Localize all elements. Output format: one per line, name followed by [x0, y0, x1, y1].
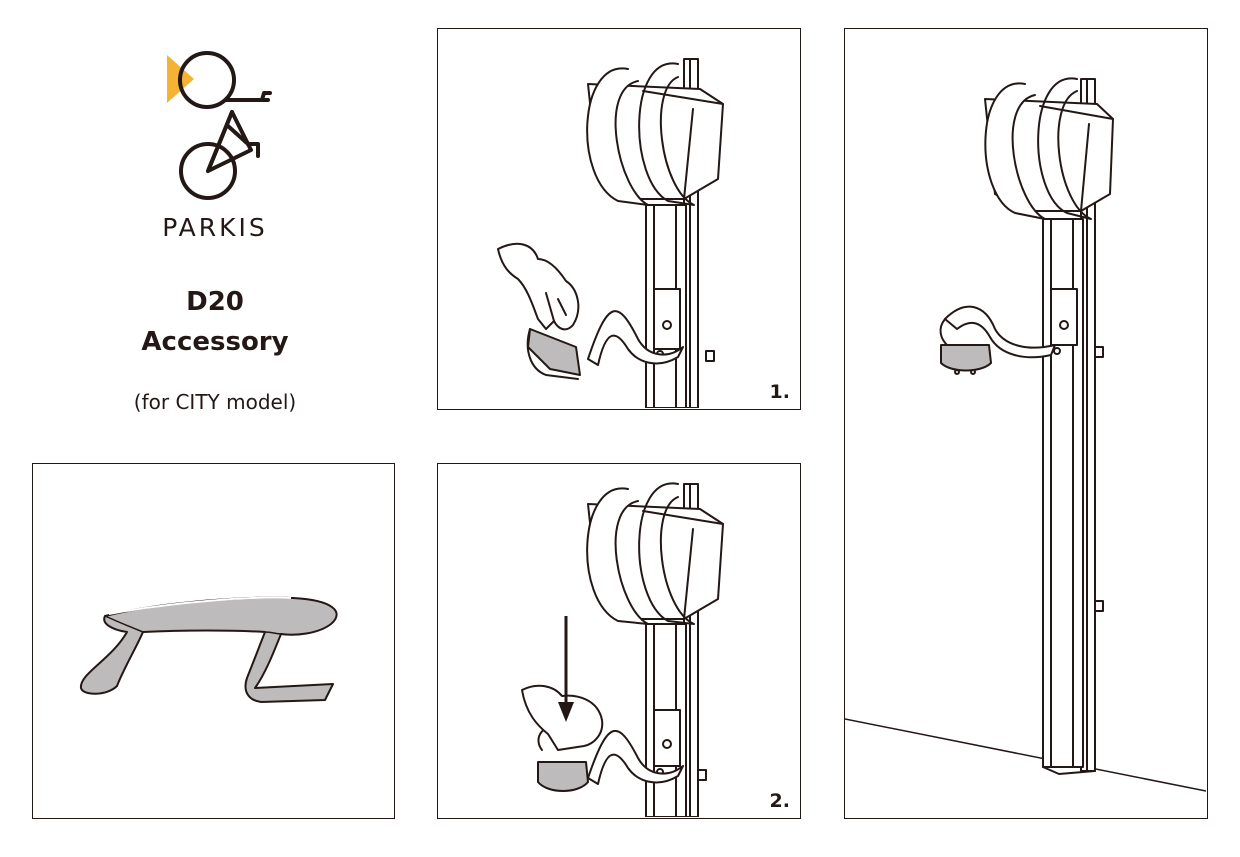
brand-logo — [150, 48, 280, 208]
step-1-illustration — [497, 58, 724, 408]
product-subtitle: (for CITY model) — [133, 390, 297, 414]
brand-name: PARKIS — [162, 213, 268, 242]
bicycle-logo-icon — [167, 51, 272, 200]
step-1-panel: 1. — [437, 28, 801, 410]
product-title-model: D20 — [186, 287, 244, 317]
accessory-part-illustration — [79, 596, 338, 703]
step-2-label: 2. — [769, 790, 790, 812]
installed-view-panel — [844, 28, 1208, 819]
step-1-label: 1. — [769, 381, 790, 403]
step-2-illustration — [521, 482, 724, 817]
accessory-part-panel — [32, 463, 395, 819]
product-title-name: Accessory — [141, 327, 289, 357]
installed-rack-illustration — [845, 77, 1206, 792]
step-2-panel: 2. — [437, 463, 801, 819]
